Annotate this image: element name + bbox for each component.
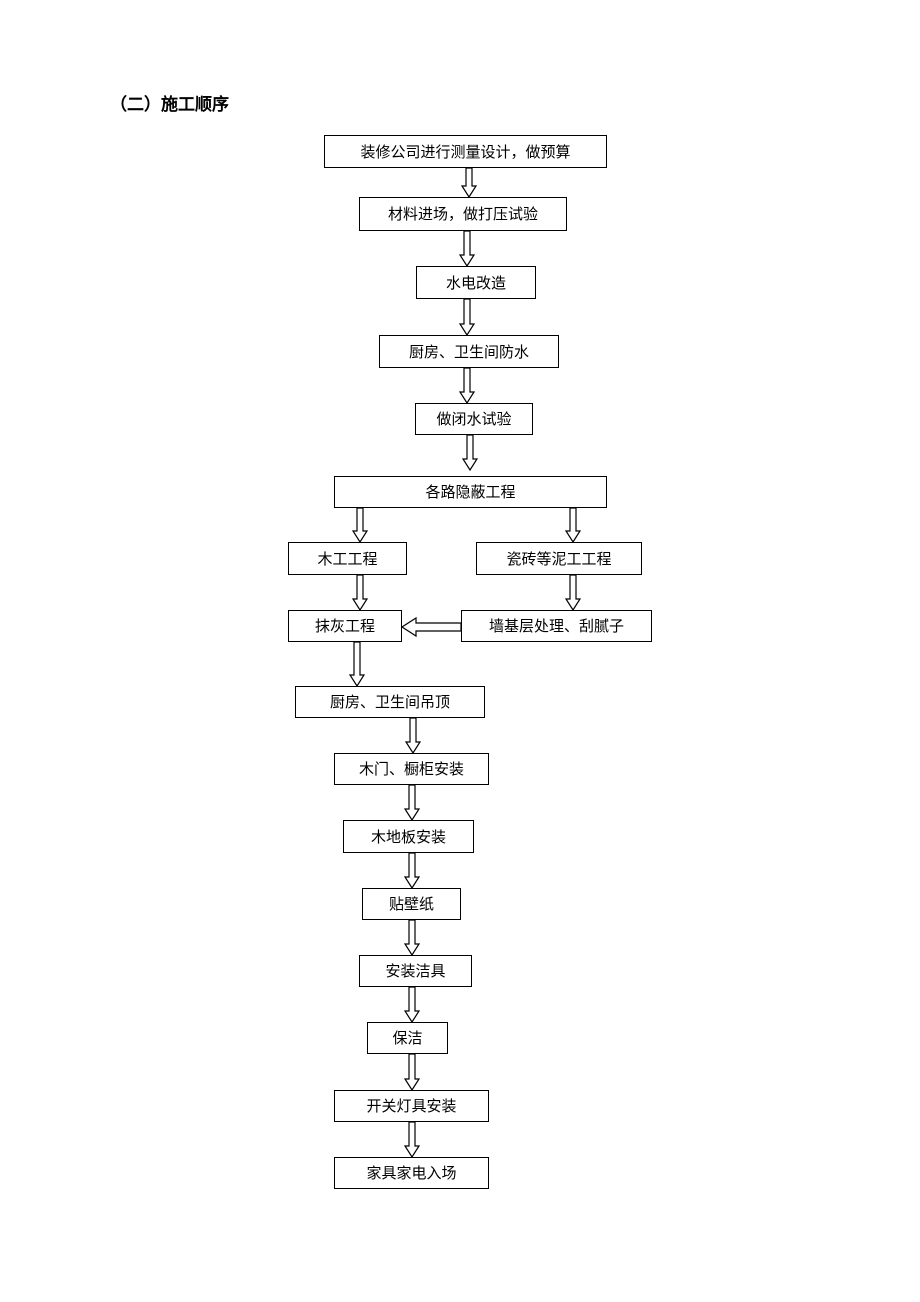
arrow-materials-to-plumbing — [458, 230, 476, 268]
step-furniture-appliances: 家具家电入场 — [334, 1157, 489, 1189]
arrow-wall-base-to-plastering — [400, 616, 462, 638]
arrow-plastering-to-ceiling — [348, 641, 366, 688]
arrow-water-test-to-concealed — [461, 434, 479, 472]
arrow-doors-to-floor — [403, 784, 421, 822]
arrow-waterproofing-to-water-test — [458, 367, 476, 405]
arrow-survey-to-materials — [460, 167, 478, 199]
step-closed-water-test: 做闭水试验 — [415, 403, 533, 435]
step-sanitary-ware: 安装洁具 — [359, 955, 472, 987]
arrow-cleaning-to-switches — [403, 1053, 421, 1092]
arrow-concealed-to-carpentry — [351, 507, 369, 544]
arrow-plumbing-to-waterproofing — [458, 298, 476, 337]
arrow-sanitary-to-cleaning — [403, 986, 421, 1024]
section-title: （二）施工顺序 — [110, 95, 229, 115]
step-tiling-masonry: 瓷砖等泥工工程 — [476, 542, 642, 575]
step-wood-floor: 木地板安装 — [343, 820, 474, 853]
step-survey-design: 装修公司进行测量设计，做预算 — [324, 135, 607, 168]
step-ceiling: 厨房、卫生间吊顶 — [295, 686, 485, 718]
step-materials: 材料进场，做打压试验 — [359, 197, 567, 231]
step-carpentry: 木工工程 — [288, 542, 407, 575]
step-switches-lights: 开关灯具安装 — [334, 1090, 489, 1122]
step-concealed-works: 各路隐蔽工程 — [334, 476, 607, 508]
arrow-carpentry-to-plastering — [351, 574, 369, 612]
step-plastering: 抹灰工程 — [288, 610, 402, 642]
step-wallpaper: 贴壁纸 — [362, 888, 461, 920]
arrow-switches-to-furniture — [403, 1121, 421, 1159]
arrow-wallpaper-to-sanitary — [403, 919, 421, 957]
step-doors-cabinets: 木门、橱柜安装 — [334, 753, 489, 785]
step-cleaning: 保洁 — [367, 1022, 448, 1054]
arrow-ceiling-to-doors — [404, 717, 422, 755]
arrow-tiling-to-wall-base — [564, 574, 582, 612]
arrow-floor-to-wallpaper — [403, 852, 421, 890]
step-plumbing-electrical: 水电改造 — [416, 266, 536, 299]
step-waterproofing: 厨房、卫生间防水 — [379, 335, 559, 368]
step-wall-base: 墙基层处理、刮腻子 — [461, 610, 652, 642]
arrow-concealed-to-tiling — [564, 507, 582, 544]
